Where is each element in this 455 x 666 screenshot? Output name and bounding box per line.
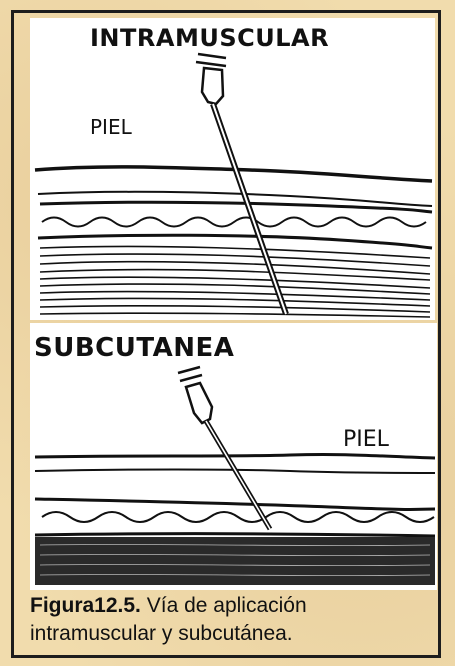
subcutaneous-illustration — [30, 323, 437, 590]
subcutaneous-title: SUBCUTANEA — [34, 333, 234, 363]
intramuscular-diagram: INTRAMUSCULAR PIEL — [30, 18, 435, 320]
intramuscular-illustration — [30, 18, 435, 320]
figure-number: Figura12.5. — [30, 594, 141, 617]
figure-caption: Figura12.5. Vía de aplicación intramuscu… — [30, 592, 430, 648]
subcutaneous-diagram: SUBCUTANEA PIEL — [30, 323, 437, 590]
intramuscular-title: INTRAMUSCULAR — [90, 24, 329, 52]
skin-label-top: PIEL — [90, 115, 132, 139]
skin-label-bottom: PIEL — [343, 427, 389, 452]
